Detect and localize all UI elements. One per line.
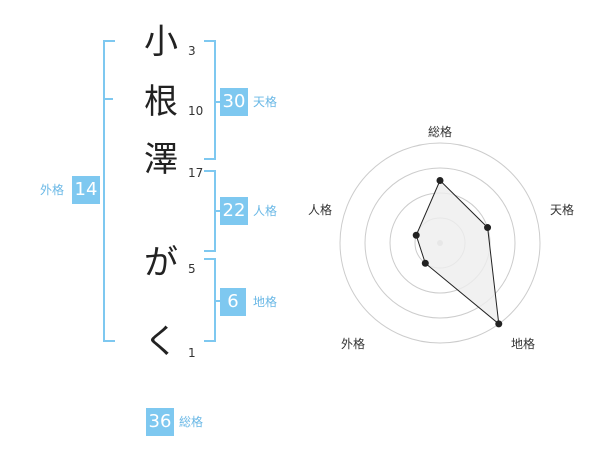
name-char-2: 根 <box>144 82 178 122</box>
stroke-count-2: 10 <box>188 104 204 118</box>
name-char-1: 小 <box>144 22 178 62</box>
radar-axis-label-soukaku: 総格 <box>428 125 453 139</box>
radar-point-4 <box>421 259 429 267</box>
chikaku-badge: 6 <box>220 288 246 316</box>
stroke-count-1: 3 <box>188 44 196 58</box>
radar-point-2 <box>484 224 492 232</box>
stroke-count-5: 1 <box>188 346 196 360</box>
chikaku-stub <box>214 300 220 302</box>
radar-point-3 <box>495 320 503 328</box>
jinkaku-badge: 22 <box>220 197 248 225</box>
radar-axis-label-tenkaku: 天格 <box>550 203 575 217</box>
radar-axis-label-gaikaku: 外格 <box>341 337 366 351</box>
radar-point-1 <box>436 177 444 184</box>
radar-ring-4 <box>339 142 541 344</box>
tenkaku-bracket <box>204 40 216 160</box>
chikaku-label: 地格 <box>253 295 278 309</box>
gaikaku-bracket <box>103 40 115 342</box>
tenkaku-stub <box>214 101 220 103</box>
radar-point-5 <box>412 231 420 239</box>
tenkaku-badge: 30 <box>220 88 248 116</box>
radar-axis-label-chikaku: 地格 <box>511 337 536 351</box>
name-char-3: 澤 <box>144 140 178 180</box>
radar-ring-3 <box>364 167 516 319</box>
name-char-5: く <box>144 322 178 362</box>
jinkaku-label: 人格 <box>253 204 278 218</box>
name-char-4: が <box>144 243 178 283</box>
gaikaku-label: 外格 <box>40 183 65 197</box>
stroke-count-3: 17 <box>188 166 204 180</box>
tenkaku-label: 天格 <box>253 95 278 109</box>
soukaku-badge: 36 <box>146 408 174 436</box>
radar-polygon <box>415 179 500 326</box>
jinkaku-stub <box>214 210 220 212</box>
gaikaku-badge: 14 <box>72 176 100 204</box>
gaikaku-bracket-tick <box>103 98 113 100</box>
soukaku-label: 総格 <box>179 415 204 429</box>
stroke-count-4: 5 <box>188 262 196 276</box>
radar-axis-label-jinkaku: 人格 <box>308 203 333 217</box>
